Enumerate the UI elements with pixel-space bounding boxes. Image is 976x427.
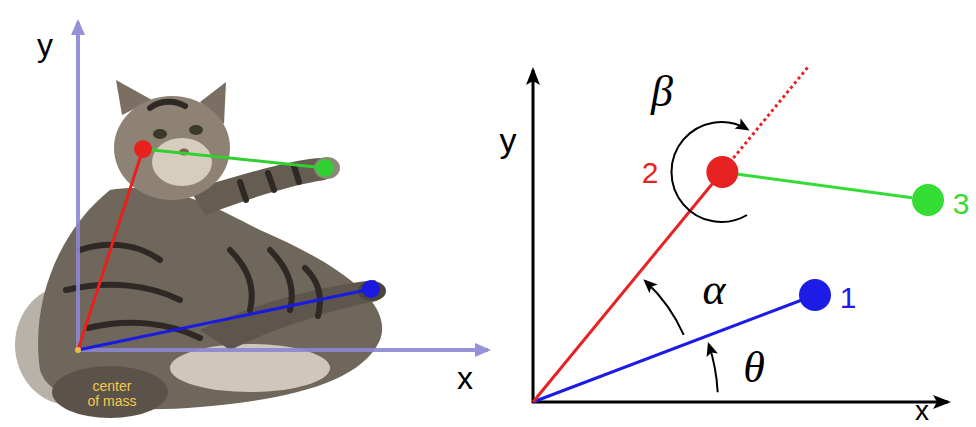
left-axes: [78, 22, 488, 350]
leg-segment: [78, 289, 371, 350]
body-segment: [78, 149, 143, 350]
angle-arrow: [709, 345, 718, 393]
y-axis: [76, 22, 80, 350]
joint-node: 3: [912, 184, 969, 219]
axis-label: y: [37, 29, 53, 61]
segment-connector: [738, 174, 912, 198]
cat-stripe: [230, 250, 252, 310]
cat-stripe: [270, 250, 292, 310]
angle-label: β: [651, 70, 673, 114]
cat-stripe: [294, 166, 299, 182]
axis-label: y: [500, 123, 517, 157]
point-number: 1: [840, 283, 857, 313]
cat-stripe: [150, 102, 185, 108]
cat-stripe: [80, 245, 160, 260]
y-axis: [532, 70, 535, 403]
point-number: 2: [642, 158, 659, 188]
cat-eye: [153, 129, 167, 139]
cat-stripe: [240, 182, 246, 200]
axis-label: x: [915, 397, 929, 425]
cat-muzzle: [152, 138, 212, 186]
cat-eye: [189, 125, 203, 135]
extension-line: [722, 67, 808, 172]
rotation-arrow: [671, 122, 747, 222]
cat-illustration: [15, 80, 386, 418]
annotation: center of mass: [85, 379, 139, 410]
x-axis: [532, 401, 948, 404]
angle-label: α: [702, 268, 725, 312]
joint-node: 1: [799, 279, 856, 313]
cat-stripe: [66, 285, 180, 300]
joint-dot: [362, 280, 380, 298]
origin-dot: [75, 347, 81, 353]
cat-stripes: [66, 102, 320, 338]
cat-stripe: [268, 173, 274, 190]
angle-label: θ: [743, 346, 765, 390]
point-number: 3: [953, 189, 970, 219]
joint-dot: [316, 159, 334, 177]
x-axis: [78, 348, 488, 352]
cat-stripe: [305, 268, 320, 316]
joint-dot: [799, 279, 831, 311]
joint-node: 2: [642, 156, 738, 188]
arm-segment: [143, 149, 325, 168]
angle-arrow: [646, 281, 684, 335]
joint-dot: [912, 184, 944, 216]
cat-paw: [314, 157, 340, 179]
joint-dot: [134, 140, 152, 158]
axis-label: x: [457, 362, 473, 394]
body-segment: [533, 172, 722, 402]
joint-dot: [706, 156, 738, 188]
cat-fur: [52, 366, 168, 418]
